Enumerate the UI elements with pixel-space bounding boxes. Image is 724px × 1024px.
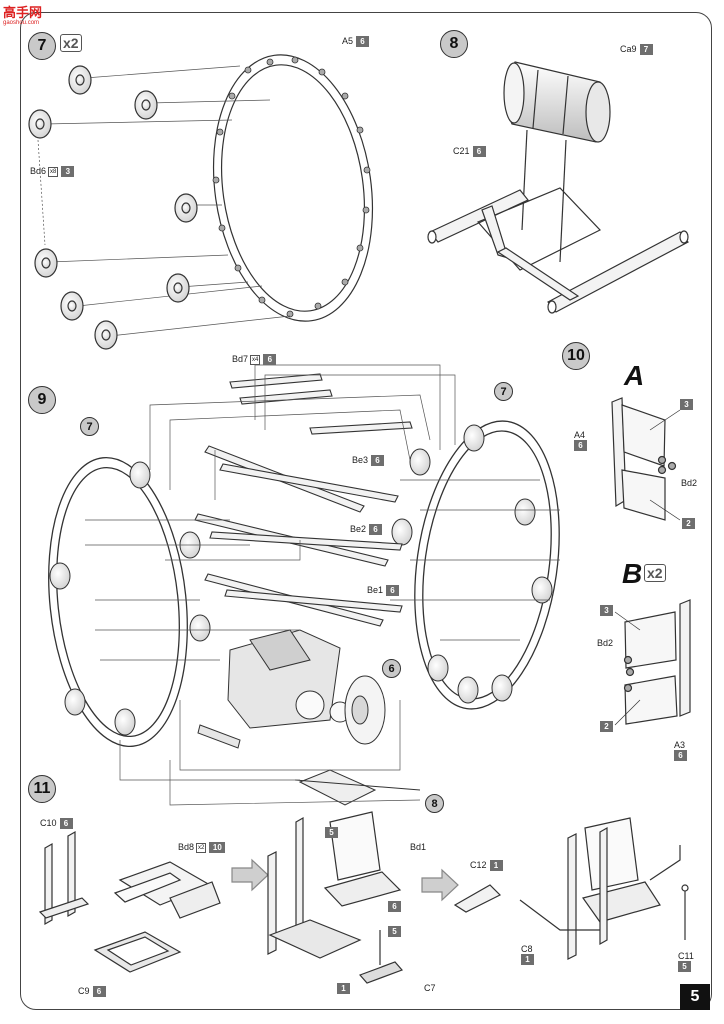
- callout-7-right: 7: [494, 382, 513, 401]
- part-bd2-a: Bd2: [681, 478, 698, 488]
- callout-7-left: 7: [80, 417, 99, 436]
- part-num5-seat: 5: [325, 827, 338, 839]
- variant-b-heading: B: [622, 558, 643, 589]
- variant-a-heading: A: [624, 360, 645, 391]
- part-bd1: Bd1: [410, 842, 427, 852]
- step8-drawing: [427, 61, 689, 314]
- part-num2-a: 2: [682, 518, 695, 530]
- variant-b-quantity: x2: [644, 564, 666, 582]
- step11-drawing: [38, 811, 689, 984]
- part-c7-num: 1: [337, 983, 350, 995]
- callout-8: 8: [425, 794, 444, 813]
- part-num3-a: 3: [680, 399, 693, 411]
- step-7-badge: 7: [28, 32, 56, 60]
- step7-drawing: [28, 54, 374, 350]
- part-num2-b: 2: [600, 721, 613, 733]
- step-11-badge: 11: [28, 775, 56, 803]
- step-10-badge: 10: [562, 342, 590, 370]
- part-bd2-b: Bd2: [597, 638, 614, 648]
- part-bd1-num: 6: [388, 901, 401, 913]
- part-num5-lever: 5: [388, 926, 401, 938]
- part-c7: C7: [424, 983, 436, 993]
- page-frame: [20, 12, 712, 1010]
- part-num3-b: 3: [600, 605, 613, 617]
- callout-6-tank: 6: [382, 659, 401, 678]
- step-7-quantity: x2: [60, 34, 82, 52]
- step-9-badge: 9: [28, 386, 56, 414]
- page-number: 5: [680, 984, 710, 1010]
- step10-drawing: [611, 397, 691, 726]
- step9-drawing: [48, 364, 560, 806]
- step-8-badge: 8: [440, 30, 468, 58]
